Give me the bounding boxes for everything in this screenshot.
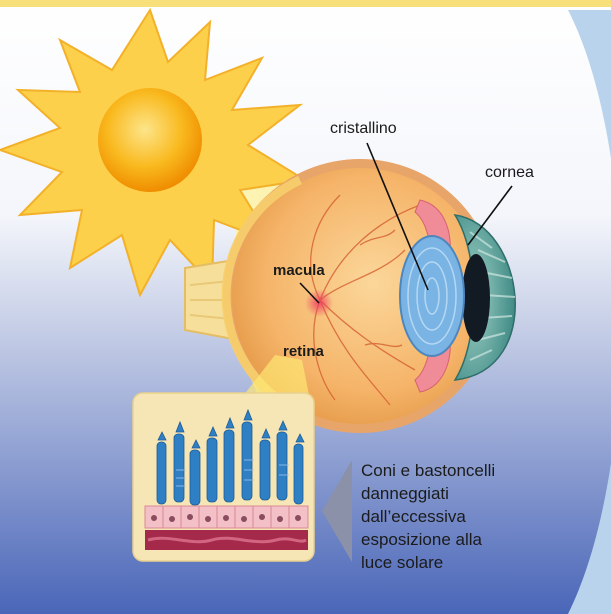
photoreceptor-inset	[133, 393, 314, 561]
label-cristallino: cristallino	[330, 120, 397, 138]
caption-line: danneggiati	[361, 482, 541, 505]
pupil	[462, 254, 490, 342]
label-macula: macula	[273, 262, 325, 279]
caption-line: luce solare	[361, 551, 541, 574]
caption-line: dall’eccessiva	[361, 505, 541, 528]
top-band	[0, 0, 611, 7]
caption-line: Coni e bastoncelli	[361, 459, 541, 482]
photoreceptors	[157, 410, 304, 505]
lens	[400, 236, 464, 356]
pigment-cells	[145, 506, 308, 528]
label-retina: retina	[283, 343, 324, 360]
caption-line: esposizione alla	[361, 528, 541, 551]
label-cornea: cornea	[485, 164, 534, 182]
caption-text: Coni e bastoncelli danneggiati dall’ecce…	[361, 459, 541, 574]
